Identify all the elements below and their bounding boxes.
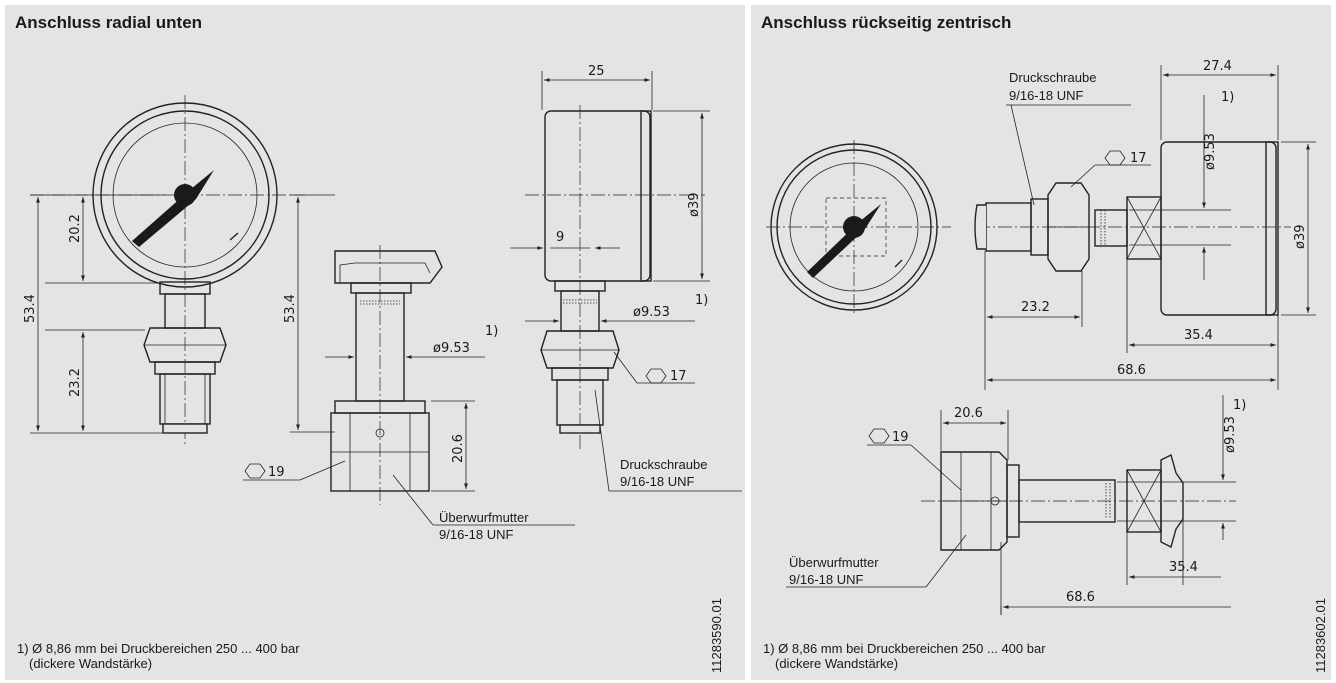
- dim-20-6: 20.6: [954, 406, 983, 421]
- dim-dia-9-53-b: ø9.53: [633, 305, 670, 320]
- gauge-front-view-rear: [766, 140, 951, 315]
- footnote-line-1: 1) Ø 8,86 mm bei Druckbereichen 250 ... …: [763, 641, 1046, 656]
- drawing-number: 11283590.01: [709, 598, 724, 673]
- callout-druckschraube-thread: 9/16-18 UNF: [1009, 88, 1083, 103]
- panel-title: Anschluss radial unten: [15, 13, 203, 32]
- dim-23-2: 23.2: [68, 368, 83, 397]
- footnote: 1) Ø 8,86 mm bei Druckbereichen 250 ... …: [763, 641, 1046, 671]
- dim-23-2: 23.2: [1021, 300, 1050, 315]
- panel-title: Anschluss rückseitig zentrisch: [761, 13, 1012, 32]
- callout-druckschraube: Druckschraube: [1009, 70, 1096, 85]
- hex-19-label: 19: [268, 465, 285, 480]
- footnote-marker-1b: 1): [1233, 398, 1246, 413]
- footnote-line-2: (dickere Wandstärke): [29, 656, 153, 671]
- dim-25: 25: [588, 64, 605, 79]
- hex-17-label: 17: [670, 369, 687, 384]
- dim-27-4: 27.4: [1203, 59, 1232, 74]
- gauge-side-view-rear: 27.4 ø9.53 1) ø39 17 Druckschraube 9/16-…: [974, 59, 1316, 390]
- drawing-panel-radial: Anschluss radial unten: [5, 5, 745, 680]
- union-nut-view-rear: 20.6 19 Überwurfmutter 9/16-18 UNF ø9.53…: [786, 395, 1246, 615]
- dim-20-2: 20.2: [68, 214, 83, 243]
- callout-druckschraube-thread: 9/16-18 UNF: [620, 474, 694, 489]
- dim-35-4-b: 35.4: [1169, 560, 1198, 575]
- footnote-marker-1: 1): [1221, 90, 1234, 105]
- dim-9: 9: [556, 230, 564, 245]
- dim-dia-39: ø39: [687, 193, 702, 218]
- dim-53-4-a: 53.4: [23, 294, 38, 323]
- footnote-line-2: (dickere Wandstärke): [775, 656, 899, 671]
- hex-17-label: 17: [1130, 151, 1147, 166]
- dim-dia-9-53: ø9.53: [433, 341, 470, 356]
- footnote-marker-1: 1): [485, 324, 498, 339]
- dim-dia-9-53: ø9.53: [1203, 133, 1218, 170]
- technical-drawing-rear-center: 27.4 ø9.53 1) ø39 17 Druckschraube 9/16-…: [766, 59, 1316, 615]
- footnote: 1) Ø 8,86 mm bei Druckbereichen 250 ... …: [17, 641, 300, 671]
- callout-ueberwurfmutter-thread: 9/16-18 UNF: [439, 527, 513, 542]
- callout-ueberwurfmutter-thread: 9/16-18 UNF: [789, 572, 863, 587]
- gauge-side-view-druckschraube: 25 ø39 9 ø9.53 1) 17 Druckschra: [510, 64, 742, 492]
- footnote-line-1: 1) Ø 8,86 mm bei Druckbereichen 250 ... …: [17, 641, 300, 656]
- dim-dia-39: ø39: [1293, 225, 1308, 250]
- callout-ueberwurfmutter: Überwurfmutter: [789, 555, 879, 570]
- dim-53-4-b: 53.4: [283, 294, 298, 323]
- dim-35-4: 35.4: [1184, 328, 1213, 343]
- dim-dia-9-53-b: ø9.53: [1223, 416, 1238, 453]
- dim-68-6-b: 68.6: [1066, 590, 1095, 605]
- dim-68-6: 68.6: [1117, 363, 1146, 378]
- callout-druckschraube: Druckschraube: [620, 457, 707, 472]
- footnote-marker-1b: 1): [695, 293, 708, 308]
- drawing-panel-rear-center: Anschluss rückseitig zentrisch: [751, 5, 1331, 680]
- callout-ueberwurfmutter: Überwurfmutter: [439, 510, 529, 525]
- drawing-number: 11283602.01: [1313, 598, 1328, 673]
- technical-drawing-radial: 53.4 20.2 23.2 53.4: [23, 64, 742, 542]
- gauge-front-view: 53.4 20.2 23.2: [23, 95, 305, 445]
- gauge-side-view-union-nut: 53.4 ø9.53 1) 20.6 19 Überwurfmutter 9/1…: [243, 194, 575, 542]
- dim-20-6: 20.6: [451, 434, 466, 463]
- hex-19-label: 19: [892, 430, 909, 445]
